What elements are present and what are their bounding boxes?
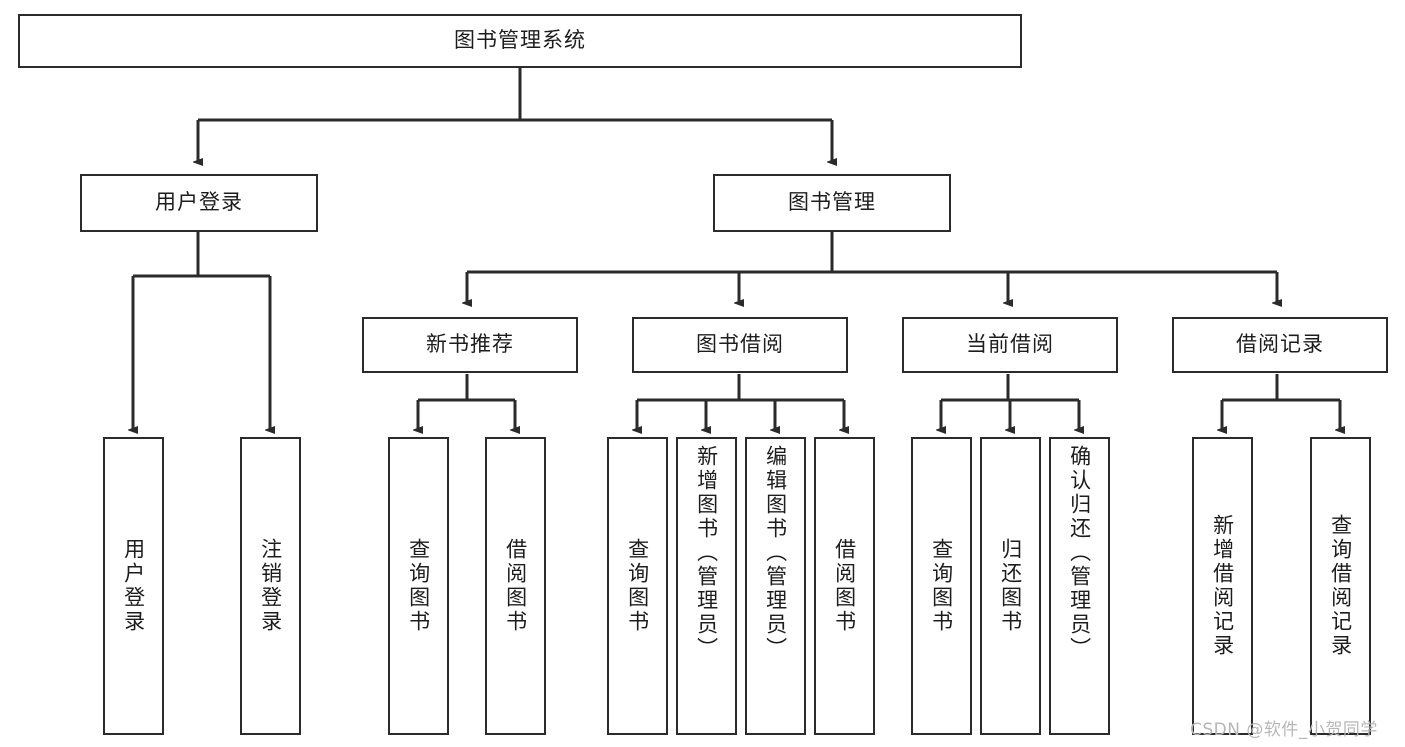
leaf-return-book-label: 归还图书 bbox=[998, 538, 1023, 634]
leaf-edit-book[interactable]: 编辑图书（管理员） bbox=[745, 437, 806, 735]
leaf-add-book-label: 新增图书（管理员） bbox=[694, 445, 719, 661]
leaf-confirm-return-label: 确认归还（管理员） bbox=[1067, 445, 1092, 661]
leaf-query-book-1-label: 查询图书 bbox=[406, 538, 431, 634]
node-root[interactable]: 图书管理系统 bbox=[18, 14, 1022, 68]
leaf-user-logout-label: 注销登录 bbox=[258, 538, 283, 634]
leaf-borrow-book-2[interactable]: 借阅图书 bbox=[814, 437, 875, 735]
leaf-query-book-2[interactable]: 查询图书 bbox=[607, 437, 668, 735]
leaf-query-record-label: 查询借阅记录 bbox=[1328, 514, 1353, 658]
node-user-login-label: 用户登录 bbox=[155, 190, 243, 215]
leaf-add-book[interactable]: 新增图书（管理员） bbox=[676, 437, 737, 735]
node-user-login[interactable]: 用户登录 bbox=[80, 174, 318, 232]
leaf-query-book-3[interactable]: 查询图书 bbox=[911, 437, 972, 735]
node-book-borrow[interactable]: 图书借阅 bbox=[632, 317, 848, 373]
leaf-add-record-label: 新增借阅记录 bbox=[1210, 514, 1235, 658]
csdn-watermark: CSDN @软件_小贺同学 bbox=[1190, 720, 1378, 740]
leaf-user-login[interactable]: 用户登录 bbox=[103, 437, 164, 735]
node-book-manage-label: 图书管理 bbox=[788, 190, 876, 215]
node-book-borrow-label: 图书借阅 bbox=[696, 332, 784, 357]
leaf-return-book[interactable]: 归还图书 bbox=[980, 437, 1041, 735]
leaf-edit-book-label: 编辑图书（管理员） bbox=[763, 445, 788, 661]
node-current-borrow-label: 当前借阅 bbox=[966, 332, 1054, 357]
node-root-label: 图书管理系统 bbox=[454, 28, 586, 53]
node-book-manage[interactable]: 图书管理 bbox=[713, 174, 951, 232]
leaf-query-record[interactable]: 查询借阅记录 bbox=[1310, 437, 1371, 735]
leaf-query-book-3-label: 查询图书 bbox=[929, 538, 954, 634]
leaf-add-record[interactable]: 新增借阅记录 bbox=[1192, 437, 1253, 735]
node-new-book-recommend-label: 新书推荐 bbox=[426, 332, 514, 357]
leaf-user-logout[interactable]: 注销登录 bbox=[240, 437, 301, 735]
node-new-book-recommend[interactable]: 新书推荐 bbox=[362, 317, 578, 373]
leaf-borrow-book-2-label: 借阅图书 bbox=[832, 538, 857, 634]
leaf-user-login-label: 用户登录 bbox=[121, 538, 146, 634]
node-current-borrow[interactable]: 当前借阅 bbox=[902, 317, 1118, 373]
node-borrow-record-label: 借阅记录 bbox=[1236, 332, 1324, 357]
leaf-borrow-book-1[interactable]: 借阅图书 bbox=[485, 437, 546, 735]
leaf-borrow-book-1-label: 借阅图书 bbox=[503, 538, 528, 634]
leaf-confirm-return[interactable]: 确认归还（管理员） bbox=[1049, 437, 1110, 735]
node-borrow-record[interactable]: 借阅记录 bbox=[1172, 317, 1388, 373]
leaf-query-book-1[interactable]: 查询图书 bbox=[388, 437, 449, 735]
leaf-query-book-2-label: 查询图书 bbox=[625, 538, 650, 634]
